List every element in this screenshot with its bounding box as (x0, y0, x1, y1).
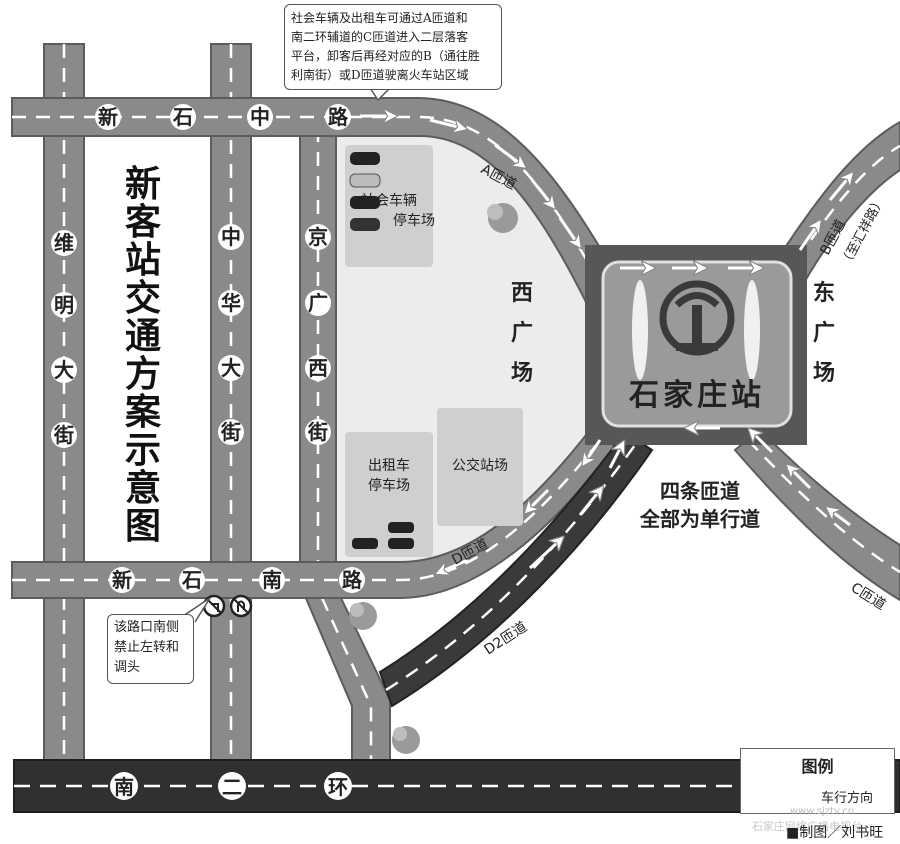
no-left-turn-icon (202, 594, 226, 618)
road-char: 石 (181, 568, 202, 592)
road-char: 中 (221, 225, 241, 249)
road-char: 广 (308, 291, 328, 315)
road-char: 新 (98, 105, 118, 129)
road-char: 大 (54, 358, 74, 382)
road-char: 华 (221, 291, 241, 315)
watermark: 石家庄网络广播电视台 (752, 820, 862, 833)
road-labels-xinshi-middle: 新 石 中 路 (95, 104, 351, 130)
tree-icons (349, 203, 518, 754)
road-labels-weiming: 维 明 大 街 (51, 230, 77, 448)
taxi-parking-label-1: 出租车 (368, 457, 410, 474)
direction-arrows (360, 116, 850, 572)
top-note: 社会车辆及出租车可通过A匝道和 南二环辅道的C匝道进入二层落客 平台，卸客后再经… (284, 4, 502, 90)
road-char: 维 (54, 231, 74, 255)
road-char: 南 (262, 568, 282, 592)
d2-ramp-road (378, 430, 654, 708)
road-labels-nan-er-huan: 南 二 环 (110, 772, 352, 800)
top-note-line-1: 社会车辆及出租车可通过A匝道和 (291, 11, 468, 25)
road-char: 新 (112, 568, 132, 592)
road-char: 二 (222, 775, 242, 799)
title-char: 意 (125, 467, 161, 509)
parked-cars (349, 152, 414, 549)
east-plaza-label-3: 场 (813, 361, 835, 386)
road-char: 明 (54, 293, 74, 317)
road-char: 大 (221, 356, 241, 380)
title-char: 通 (125, 315, 161, 357)
intersection-note-line-1: 该路口南侧 (114, 620, 180, 635)
social-parking-label-1: 社会车辆 (361, 192, 417, 209)
four-ramps-label-1: 四条匝道 (660, 479, 740, 503)
title-char: 图 (125, 505, 161, 547)
top-note-line-3: 平台，卸客后再经对应的B（通往胜 (291, 49, 480, 63)
top-note-line-2: 南二环辅道的C匝道进入二层落客 (291, 30, 469, 44)
title-char: 案 (125, 391, 162, 433)
east-plaza-label-2: 广 (813, 320, 835, 346)
road-char: 路 (342, 568, 363, 592)
title-char: 交 (125, 277, 161, 319)
title-char: 站 (125, 239, 161, 281)
station-name: 石家庄站 (628, 378, 765, 413)
social-parking-label-2: 停车场 (393, 212, 435, 229)
west-plaza-label-2: 广 (511, 320, 533, 346)
title-char: 方 (125, 353, 161, 395)
no-uturn-icon (229, 594, 253, 618)
west-plaza-label-3: 场 (511, 361, 533, 386)
legend-title: 图例 (801, 757, 834, 776)
top-note-line-4: 利南街）或D匝道驶离火车站区域 (291, 68, 469, 82)
road-char: 街 (307, 420, 328, 444)
road-labels-xinshi-south: 新 石 南 路 (109, 567, 365, 593)
intersection-note: 该路口南侧 禁止左转和 调头 (107, 614, 194, 684)
road-labels-jingguang-west: 京 广 西 街 (305, 224, 331, 445)
taxi-parking-label-2: 停车场 (368, 477, 410, 494)
east-plaza-label-1: 东 (813, 280, 835, 306)
title-char: 示 (125, 429, 161, 471)
four-ramps-label-2: 全部为单行道 (639, 507, 760, 531)
watermark-url: www.sjztv.cn (790, 806, 855, 817)
credit: ■制图／刘书旺 (786, 825, 884, 841)
title-char: 新 (125, 163, 161, 205)
road-char: 京 (308, 225, 328, 249)
bus-station-label: 公交站场 (452, 457, 508, 474)
road-char: 中 (250, 105, 270, 129)
road-labels-zhonghua: 中 华 大 街 (218, 224, 244, 445)
road-char: 环 (328, 775, 348, 799)
railway-logo-icon (659, 280, 735, 356)
road-char: 街 (53, 423, 74, 447)
bus-station-block (437, 408, 523, 526)
intersection-note-line-2: 禁止左转和 (114, 640, 180, 655)
legend: 图例 车行方向 (740, 748, 895, 814)
title-char: 客 (125, 201, 161, 243)
west-plaza-label-1: 西 (511, 281, 533, 306)
road-char: 街 (220, 420, 241, 444)
intersection-note-line-3: 调头 (114, 660, 141, 675)
south-connector-road (303, 595, 391, 763)
legend-item-label: 车行方向 (821, 791, 874, 806)
road-char: 石 (172, 105, 193, 129)
road-char: 路 (328, 105, 349, 129)
road-char: 西 (308, 356, 328, 380)
road-char: 南 (114, 775, 134, 799)
